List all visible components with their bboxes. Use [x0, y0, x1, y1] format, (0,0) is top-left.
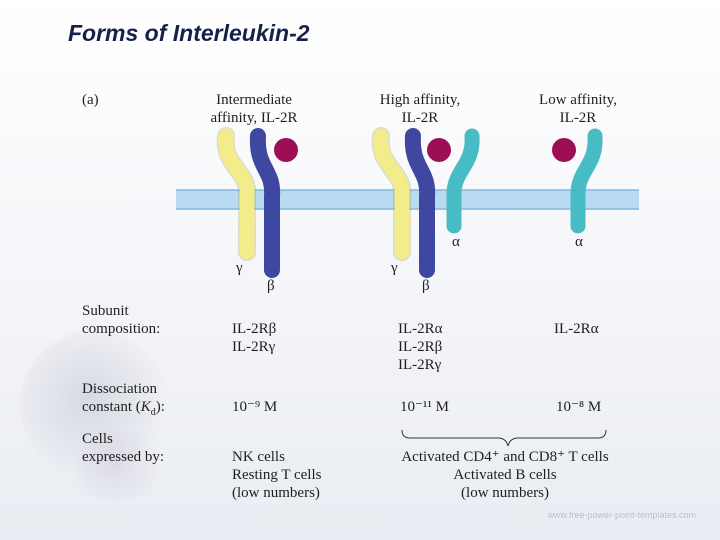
intermediate-affinity-title: Intermediate affinity, IL-2R: [210, 91, 297, 127]
cells-expressed-label: Cells expressed by:: [82, 430, 164, 466]
high-alpha-label: α: [452, 233, 460, 251]
high-beta-label: β: [422, 277, 430, 295]
high-gamma-label: γ: [391, 259, 398, 277]
low-alpha-label: α: [575, 233, 583, 251]
intermediate-title-line2: affinity, IL-2R: [210, 109, 297, 127]
cell-type-item: (low numbers): [401, 484, 608, 502]
dissociation-label-line1: Dissociation: [82, 380, 165, 398]
intermediate-beta-label: β: [267, 277, 275, 295]
intermediate-il2-ligand: [274, 138, 298, 162]
constant-text: constant (: [82, 399, 141, 415]
low-composition: IL-2Rα: [554, 320, 599, 338]
low-affinity-title: Low affinity, IL-2R: [539, 91, 617, 127]
composition-item: IL-2Rα: [554, 320, 599, 338]
high-affinity-title: High affinity, IL-2R: [380, 91, 460, 127]
dissociation-constant-label: Dissociation constant (Kd):: [82, 380, 165, 422]
subunit-composition-label: Subunit composition:: [82, 302, 160, 338]
cells-label-line2: expressed by:: [82, 448, 164, 466]
cells-label-line1: Cells: [82, 430, 164, 448]
high-alpha-chain: [454, 136, 472, 226]
cell-type-item: Resting T cells: [232, 466, 321, 484]
high-composition: IL-2Rα IL-2Rβ IL-2Rγ: [398, 320, 443, 374]
intermediate-cells: NK cells Resting T cells (low numbers): [232, 448, 321, 502]
activated-cells: Activated CD4⁺ and CD8⁺ T cells Activate…: [401, 448, 608, 502]
intermediate-gamma-label: γ: [236, 259, 243, 277]
low-title-line1: Low affinity,: [539, 91, 617, 109]
high-il2-ligand: [427, 138, 451, 162]
high-kd-value: 10⁻¹¹ M: [400, 398, 449, 416]
composition-item: IL-2Rγ: [398, 356, 443, 374]
kd-symbol: K: [141, 399, 151, 415]
low-alpha-chain: [578, 136, 595, 226]
subunit-label-line1: Subunit: [82, 302, 160, 320]
dissociation-label-line2: constant (Kd):: [82, 398, 165, 422]
intermediate-title-line1: Intermediate: [210, 91, 297, 109]
composition-item: IL-2Rα: [398, 320, 443, 338]
cell-type-item: NK cells: [232, 448, 321, 466]
cells-brace: [402, 430, 606, 446]
panel-label: (a): [82, 91, 99, 109]
cell-type-item: (low numbers): [232, 484, 321, 502]
high-title-line2: IL-2R: [380, 109, 460, 127]
footer-watermark: www.free-power-point-templates.com: [547, 510, 696, 520]
kd-suffix: ):: [156, 399, 165, 415]
high-title-line1: High affinity,: [380, 91, 460, 109]
low-kd-value: 10⁻⁸ M: [556, 398, 601, 416]
composition-item: IL-2Rβ: [398, 338, 443, 356]
composition-item: IL-2Rγ: [232, 338, 276, 356]
intermediate-composition: IL-2Rβ IL-2Rγ: [232, 320, 276, 356]
low-il2-ligand: [552, 138, 576, 162]
composition-item: IL-2Rβ: [232, 320, 276, 338]
cell-type-item: Activated B cells: [401, 466, 608, 484]
low-title-line2: IL-2R: [539, 109, 617, 127]
subunit-label-line2: composition:: [82, 320, 160, 338]
intermediate-kd-value: 10⁻⁹ M: [232, 398, 277, 416]
cell-type-item: Activated CD4⁺ and CD8⁺ T cells: [401, 448, 608, 466]
